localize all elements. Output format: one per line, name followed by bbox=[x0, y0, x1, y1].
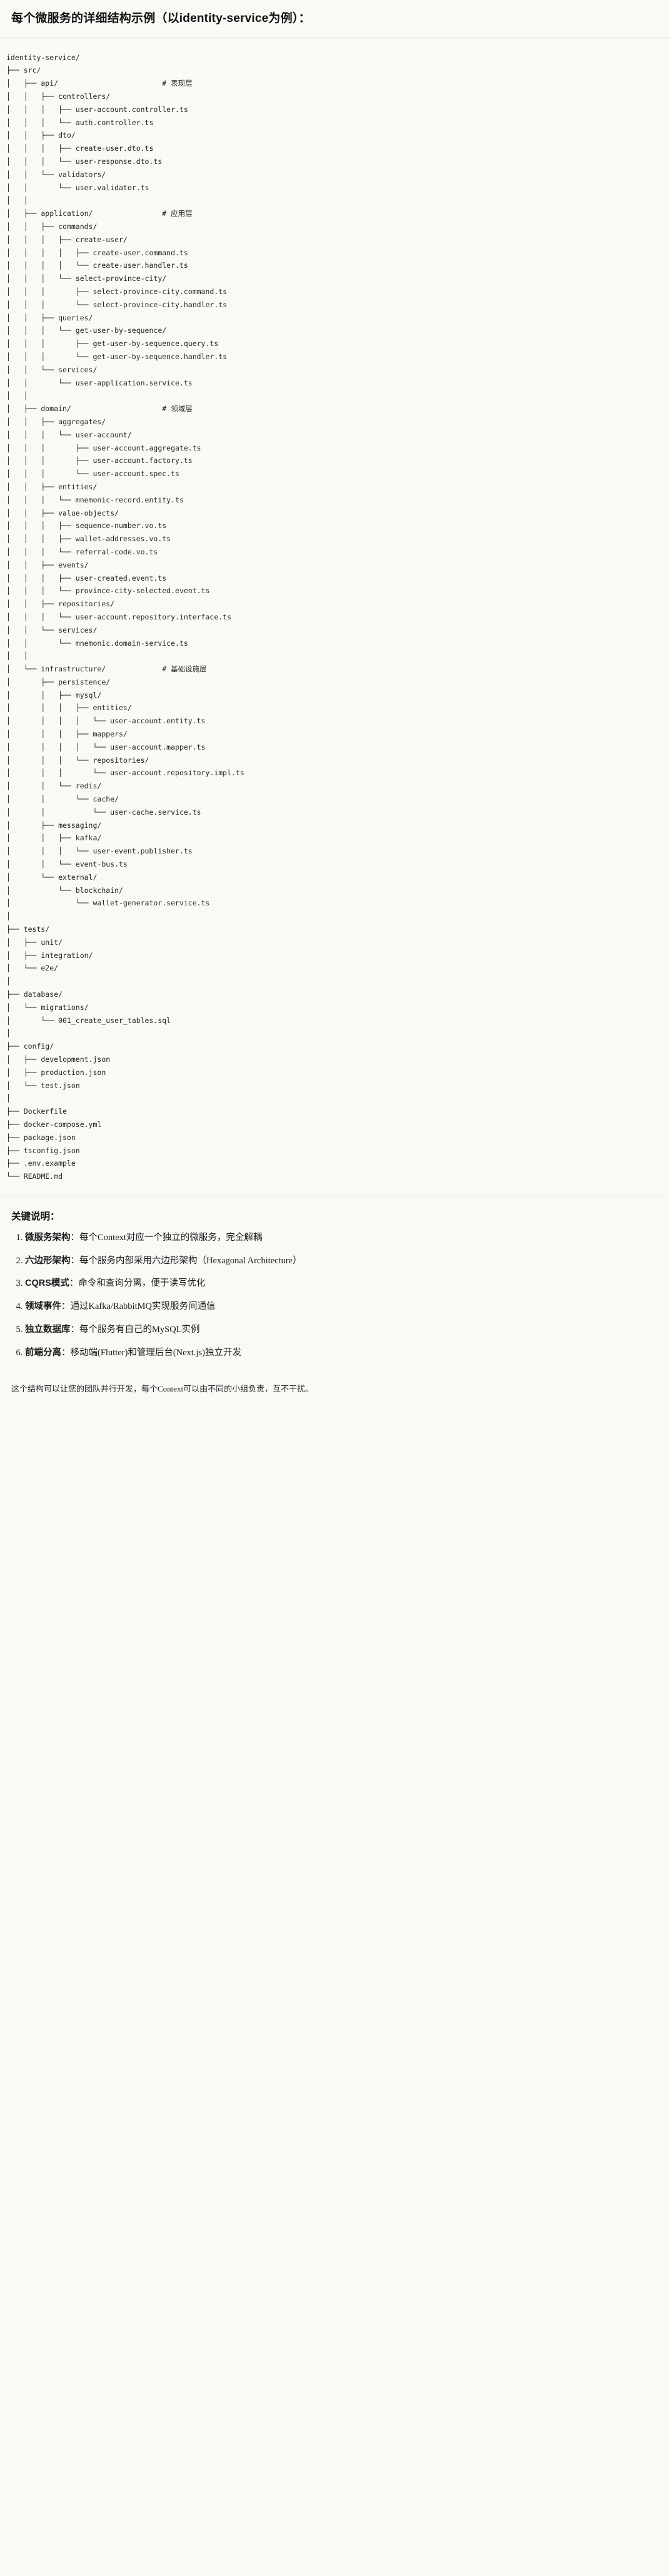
page-title: 每个微服务的详细结构示例（以identity-service为例）： bbox=[11, 12, 311, 25]
note-desc: ：每个Context对应一个独立的微服务，完全解耦 bbox=[70, 1232, 263, 1243]
note-term: 独立数据库 bbox=[25, 1324, 71, 1335]
note-desc: ：命令和查询分离，便于读写优化 bbox=[69, 1278, 206, 1289]
closing-paragraph: 这个结构可以让您的团队并行开发，每个Context可以由不同的小组负责，互不干扰… bbox=[11, 1384, 314, 1394]
key-notes-section: 关键说明： 微服务架构：每个Context对应一个独立的微服务，完全解耦 六边形… bbox=[0, 1196, 669, 1376]
note-term: 前端分离 bbox=[25, 1347, 61, 1358]
list-item: 六边形架构：每个服务内部采用六边形架构（Hexagonal Architectu… bbox=[25, 1255, 658, 1268]
note-desc: ：通过Kafka/RabbitMQ实现服务间通信 bbox=[61, 1301, 216, 1312]
note-term: 领域事件 bbox=[25, 1301, 61, 1312]
divider-top bbox=[0, 36, 669, 38]
list-item: 微服务架构：每个Context对应一个独立的微服务，完全解耦 bbox=[25, 1231, 658, 1245]
list-item: 前端分离：移动端(Flutter)和管理后台(Next.js)独立开发 bbox=[25, 1347, 658, 1360]
note-term: 微服务架构 bbox=[25, 1232, 71, 1243]
note-desc: ：移动端(Flutter)和管理后台(Next.js)独立开发 bbox=[61, 1347, 241, 1358]
list-item: 领域事件：通过Kafka/RabbitMQ实现服务间通信 bbox=[25, 1300, 658, 1314]
note-desc: ：每个服务内部采用六边形架构（Hexagonal Architecture） bbox=[70, 1255, 302, 1266]
key-notes-list: 微服务架构：每个Context对应一个独立的微服务，完全解耦 六边形架构：每个服… bbox=[11, 1231, 658, 1360]
key-notes-title: 关键说明： bbox=[11, 1211, 60, 1222]
note-term: 六边形架构 bbox=[25, 1255, 71, 1266]
directory-tree-code-block: identity-service/ ├── src/ │ ├── api/ # … bbox=[0, 37, 669, 1196]
list-item: 独立数据库：每个服务有自己的MySQL实例 bbox=[25, 1323, 658, 1337]
note-term: CQRS模式 bbox=[25, 1278, 69, 1289]
list-item: CQRS模式：命令和查询分离，便于读写优化 bbox=[25, 1277, 658, 1291]
note-desc: ：每个服务有自己的MySQL实例 bbox=[70, 1324, 200, 1335]
document-page: 每个微服务的详细结构示例（以identity-service为例）： ident… bbox=[0, 0, 669, 1407]
